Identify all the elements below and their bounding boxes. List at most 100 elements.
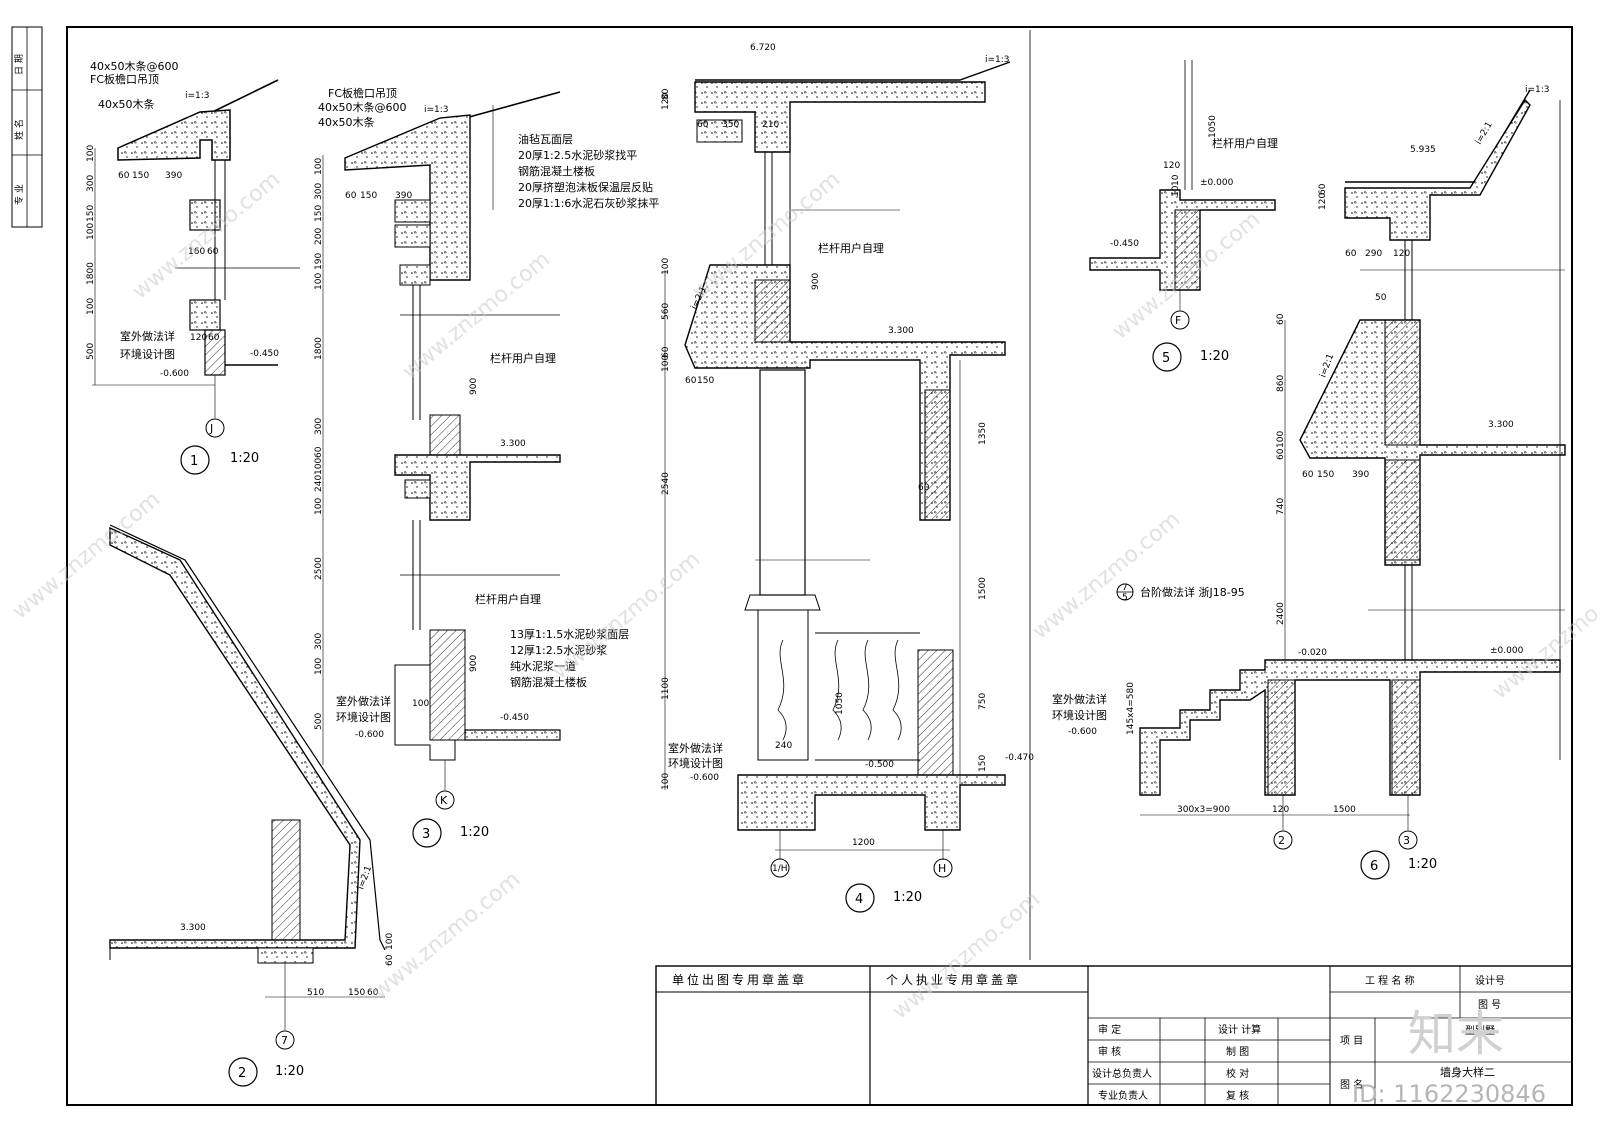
tb-drawing-no-label: 图 号: [1478, 999, 1501, 1011]
d3-dim-h-1: 60: [345, 191, 357, 201]
d6-dim-v-7: 100: [1276, 431, 1286, 448]
d6-dim-h-7: 300x3=900: [1177, 805, 1230, 815]
d3-roof-1: 油毡瓦面层: [518, 132, 573, 146]
d4-scale: 1:20: [893, 890, 922, 905]
d3-dim-h-3: 390: [395, 191, 412, 201]
d6-dim-v-8: 740: [1276, 498, 1286, 515]
d6-dim-v-3: 60: [1276, 313, 1286, 325]
d1-level-1: -0.450: [250, 349, 279, 359]
d1-dim-h-1: 60: [118, 171, 130, 181]
detail-2: 7 i=2:1 3.300 510 150 60 60 100 2 1:20: [109, 524, 395, 1087]
tb-row-left-1: 审 定: [1098, 1023, 1121, 1036]
d3-floor-1: 13厚1:1.5水泥砂浆面层: [510, 627, 629, 641]
d3-slope: i=1:3: [424, 105, 449, 115]
d4-level-2: 3.300: [888, 326, 914, 336]
d1-note-3: 40x50木条: [98, 97, 155, 111]
d6-dim-v-5: 860: [1276, 375, 1286, 392]
d4-dim-v-8: 1100: [661, 677, 671, 700]
d6-level-3: -0.020: [1298, 648, 1327, 658]
d1-dim-v-6: 100: [86, 298, 96, 315]
d3-dim-v-4: 200: [314, 228, 324, 245]
d1-number: 1: [190, 454, 198, 469]
d1-level-2: -0.600: [160, 369, 189, 379]
d1-dim-h-2: 150: [132, 171, 149, 181]
watermark-text-6: www.znzmo.com: [548, 547, 705, 685]
tb-design-no-label: 设计号: [1475, 974, 1505, 987]
tb-row-mid-1: 设计 计算: [1218, 1023, 1261, 1036]
detail-6: 2 3 i=1:3 i=2:1 5.935 60 120 60 290 120 …: [1052, 85, 1566, 880]
d4-dim-v-10: 900: [811, 273, 821, 290]
d2-scale: 1:20: [275, 1064, 304, 1079]
d4-dim-v-11: 1350: [978, 422, 988, 445]
d3-note-bottom-2: 环境设计图: [336, 710, 391, 724]
d5-dim-v-2: 10: [1171, 185, 1181, 197]
d4-dim-v-7: 2540: [661, 472, 671, 495]
d3-number: 3: [422, 827, 430, 842]
d3-roof-2: 20厚1:2.5水泥砂浆找平: [518, 148, 637, 162]
watermark-logo-text: 知末: [1408, 1006, 1504, 1062]
d3-dim-v-1: 100: [314, 158, 324, 175]
tb-row-mid-3: 校 对: [1226, 1067, 1249, 1080]
d1-dim-h-5: 60: [207, 247, 219, 257]
d3-rail-note-2: 栏杆用户自理: [475, 592, 541, 606]
d5-dim-v-1: 1050: [1208, 115, 1218, 138]
d4-level-5: -0.600: [690, 773, 719, 783]
d3-dim-v-6: 100: [314, 273, 324, 290]
d1-note-4: 室外做法详: [120, 329, 175, 343]
watermark-text-10: www.znzmo.com: [1488, 567, 1600, 705]
d6-dim-h-2: 290: [1365, 249, 1382, 259]
d2-dim-h-2: 150: [348, 988, 365, 998]
d6-dim-v-10: 145x4=580: [1126, 682, 1136, 735]
tb-project-name-label: 工 程 名 称: [1365, 974, 1415, 987]
d3-dim-v-9: 60: [314, 446, 324, 458]
d6-level-5: -0.600: [1068, 727, 1097, 737]
d3-dim-v-3: 150: [314, 205, 324, 222]
d3-dim-v-15: 100: [314, 658, 324, 675]
d3-note-bottom-1: 室外做法详: [336, 694, 391, 708]
d3-dim-v-2: 300: [314, 183, 324, 200]
d5-scale: 1:20: [1200, 349, 1229, 364]
d1-note-5: 环境设计图: [120, 347, 175, 361]
d1-dim-v-2: 300: [86, 175, 96, 192]
d6-dim-h-8: 120: [1272, 805, 1289, 815]
d4-note-3: 环境设计图: [668, 756, 723, 770]
d3-dim-v-18: 900: [469, 655, 479, 672]
detail-3: K FC板檐口吊顶 40x50木条@600 40x50木条 i=1:3 油毡瓦面…: [314, 86, 659, 848]
d1-slope: i=1:3: [185, 91, 210, 101]
watermark-text-9: www.znzmo.com: [888, 887, 1045, 1025]
d3-roof-3: 钢筋混凝土楼板: [518, 164, 595, 178]
d5-axis: F: [1175, 314, 1181, 327]
d1-dim-v-5: 1800: [86, 262, 96, 285]
tb-row-mid-4: 复 核: [1226, 1089, 1249, 1102]
d4-slope-top: i=1:3: [985, 55, 1010, 65]
watermark-logo: 知末 ID: 1162230846: [1352, 1006, 1546, 1108]
d5-number: 5: [1162, 351, 1170, 366]
d6-dim-h-4: 60: [1302, 470, 1314, 480]
d1-dim-v-1: 100: [86, 145, 96, 162]
tb-item-value: 型别墅: [1465, 1024, 1495, 1037]
d4-dim-v-6: 100: [661, 355, 671, 372]
detail-4: 1/H H 6.720 i=1:3 i=2:1 栏杆用户自理 3.300 室外做…: [661, 43, 1034, 913]
d3-scale: 1:20: [460, 825, 489, 840]
d6-level-2: 3.300: [1488, 420, 1514, 430]
d4-dim-h-7: 240: [775, 741, 792, 751]
detail-5: F 1050 栏杆用户自理 120 10 10 ±0.000 -0.450 5 …: [1089, 60, 1278, 372]
d3-roof-5: 20厚1:1:6水泥石灰砂浆抹平: [518, 196, 659, 210]
d5-level-1: ±0.000: [1200, 178, 1234, 188]
d6-scale: 1:20: [1408, 857, 1437, 872]
d4-dim-h-1: 60: [697, 120, 709, 130]
d3-floor-2: 12厚1:2.5水泥砂浆: [510, 643, 607, 657]
d4-dim-v-3: 100: [661, 258, 671, 275]
d4-note-1: 栏杆用户自理: [818, 241, 884, 255]
d4-dim-h-4: 60: [685, 376, 697, 386]
d6-ref-bottom: 5: [1122, 593, 1128, 603]
d3-floor-3: 纯水泥浆一道: [510, 659, 576, 673]
d1-note-1: 40x50木条@600: [90, 59, 179, 73]
d3-note-top-3: 40x50木条: [318, 115, 375, 129]
d4-note-2: 室外做法详: [668, 741, 723, 755]
d6-dim-h-3: 120: [1393, 249, 1410, 259]
d3-dim-v-11: 240: [314, 475, 324, 492]
stamp-unit: 单位出图专用章盖章: [672, 972, 807, 987]
d1-dim-h-4: 160: [188, 247, 205, 257]
d3-note-top-2: 40x50木条@600: [318, 100, 407, 114]
